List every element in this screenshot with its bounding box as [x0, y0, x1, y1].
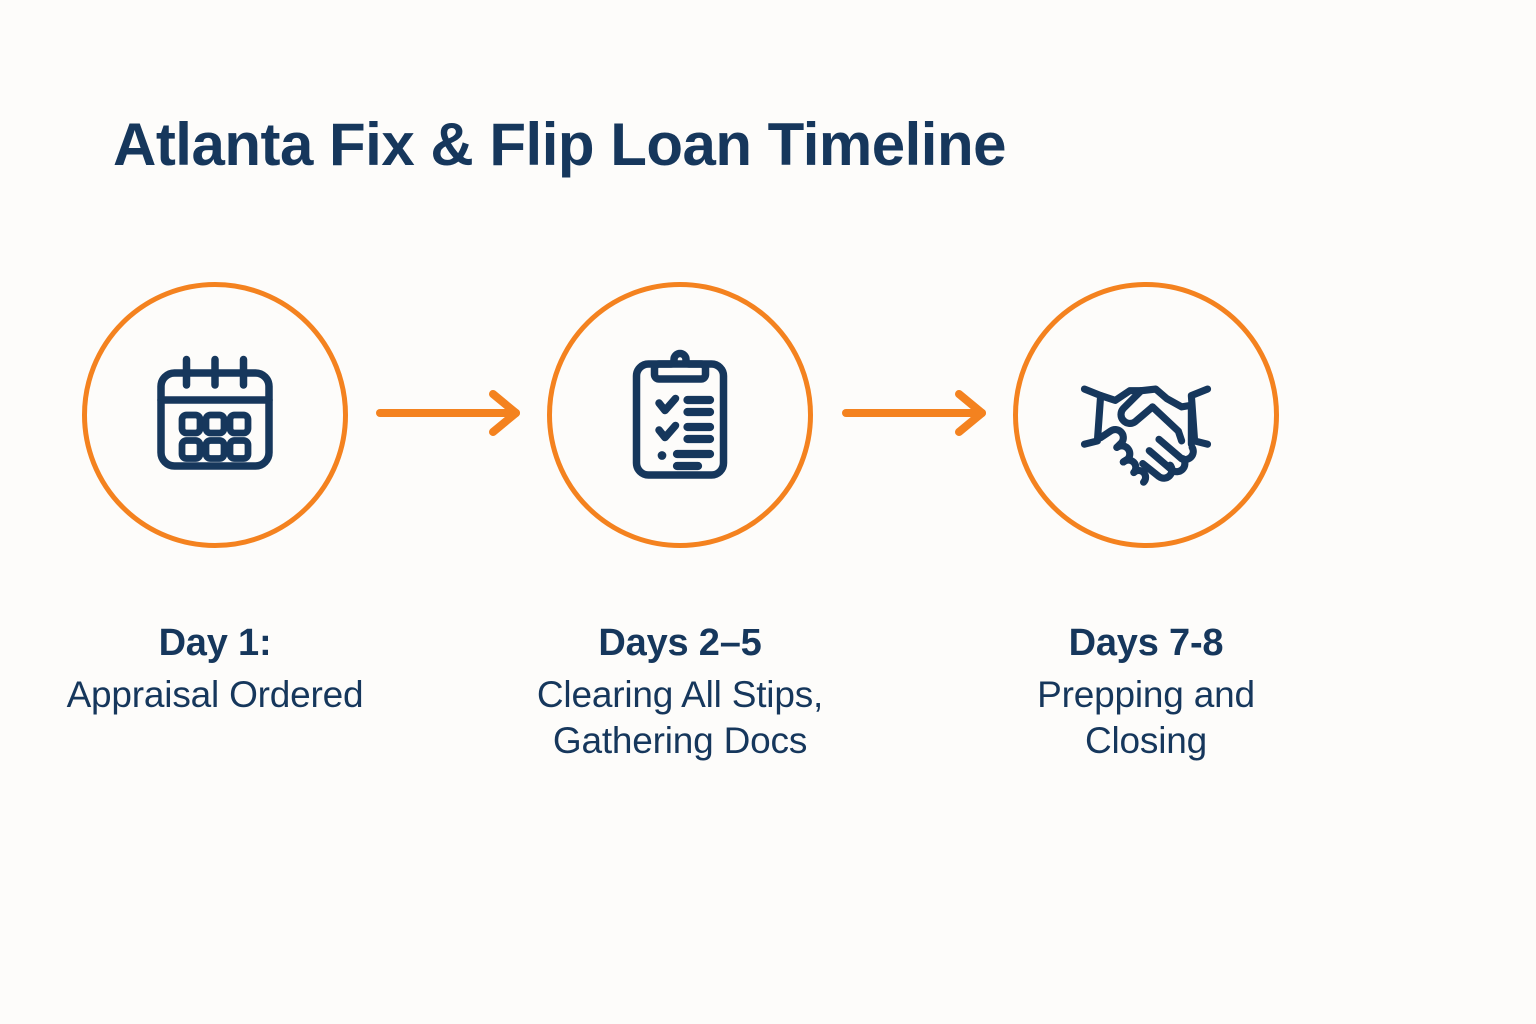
step-1-icon-circle [82, 282, 348, 548]
arrow-right-icon-2 [842, 390, 1002, 436]
step-1-heading: Day 1: [158, 622, 272, 664]
clipboard-checklist-icon [547, 282, 813, 548]
timeline-step-1: Day 1: Appraisal Ordered [65, 282, 365, 718]
step-3-heading: Days 7-8 [1068, 622, 1224, 664]
step-2-heading: Days 2–5 [598, 622, 762, 664]
step-2-icon-circle [547, 282, 813, 548]
step-3-caption: Days 7-8 Prepping and Closing [996, 620, 1296, 764]
step-2-caption: Days 2–5 Clearing All Stips, Gathering D… [530, 620, 830, 764]
timeline-step-2: Days 2–5 Clearing All Stips, Gathering D… [530, 282, 830, 764]
page-title: Atlanta Fix & Flip Loan Timeline [113, 111, 1007, 178]
step-3-body: Prepping and Closing [1037, 673, 1255, 761]
step-1-circle-ring [82, 282, 348, 548]
handshake-icon [1013, 282, 1279, 548]
step-2-body: Clearing All Stips, Gathering Docs [536, 673, 824, 761]
timeline-step-3: Days 7-8 Prepping and Closing [996, 282, 1296, 764]
step-3-circle-ring [1013, 282, 1279, 548]
step-2-circle-ring [547, 282, 813, 548]
step-1-caption: Day 1: Appraisal Ordered [65, 620, 365, 718]
calendar-icon [82, 282, 348, 548]
step-1-body: Appraisal Ordered [66, 673, 364, 715]
step-3-icon-circle [1013, 282, 1279, 548]
arrow-right-icon-1 [376, 390, 536, 436]
